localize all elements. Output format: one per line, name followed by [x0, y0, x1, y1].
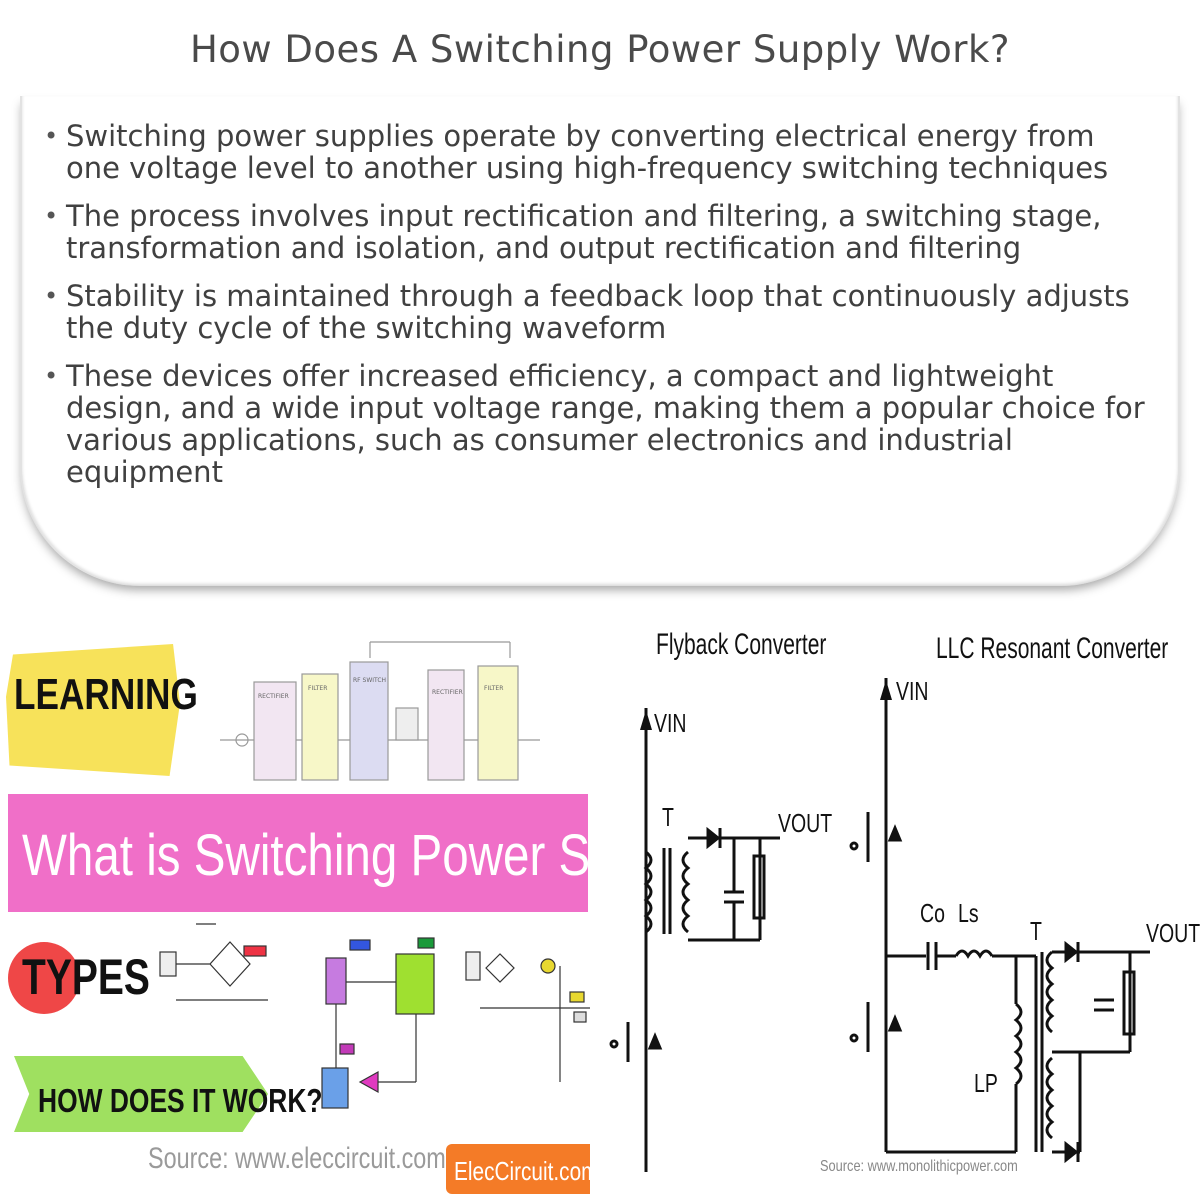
bullet-text: Stability is maintained through a feedba… [66, 279, 1130, 345]
rectifier-block [253, 681, 297, 781]
bullet-text: The process involves input rectification… [66, 199, 1102, 265]
llc-transformer-label: T [1030, 916, 1042, 946]
llc-vout-label: VOUT [1146, 918, 1200, 948]
llc-title: LLC Resonant Converter [936, 632, 1169, 665]
brand-label: ElecCircuit.com [454, 1156, 590, 1186]
bullet-marker: • [44, 362, 59, 390]
how-tag [14, 1056, 268, 1132]
rectifier-block [427, 669, 465, 781]
llc-lp-label: LP [974, 1068, 998, 1098]
summary-card [20, 96, 1180, 586]
llc-vin-label: VIN [896, 676, 929, 706]
flyback-vout-label: VOUT [778, 808, 833, 838]
llc-ls-label: Ls [958, 898, 979, 928]
flyback-vin-label: VIN [654, 708, 687, 738]
bullet-text: Switching power supplies operate by conv… [66, 119, 1109, 185]
bullet-text: These devices offer increased efficiency… [66, 359, 1145, 489]
flyback-title: Flyback Converter [656, 628, 827, 661]
flyback-circuit [609, 708, 780, 1172]
bullet-item: • These devices offer increased efficien… [44, 360, 1154, 488]
bullet-item: • Stability is maintained through a feed… [44, 280, 1154, 344]
types-schematic [159, 923, 268, 1001]
bullet-marker: • [44, 202, 59, 230]
types-circle [8, 942, 80, 1014]
pink-banner [8, 794, 588, 912]
brand-badge: ElecCircuit.com [446, 1144, 590, 1194]
block-label: FILTER [484, 685, 503, 692]
block-label: RECTIFIER [258, 693, 289, 700]
llc-co-label: Co [920, 898, 945, 928]
block-label: RF SWITCH [353, 677, 386, 684]
converter-schematics: Flyback Converter LLC Resonant Converter [600, 612, 1200, 1200]
schematic-svg [609, 678, 1150, 1172]
flyback-transformer-label: T [662, 802, 674, 832]
filter-block [477, 665, 519, 781]
bullet-list: • Switching power supplies operate by co… [44, 120, 1154, 504]
bullet-marker: • [44, 122, 59, 150]
block-diagram [220, 641, 540, 781]
llc-circuit [849, 678, 1150, 1164]
how-label: HOW DOES IT WORK? [38, 1082, 323, 1119]
block-label: FILTER [308, 685, 327, 692]
types-label: TYPES [22, 949, 150, 1005]
block-diagram-svg: RECTIFIER FILTER RF SWITCH RECTIFIER FIL… [159, 641, 590, 1109]
bullet-item: • Switching power supplies operate by co… [44, 120, 1154, 184]
filter-block [301, 673, 339, 781]
source-credit: Source: www.monolithicpower.com [820, 1158, 1018, 1175]
learning-label: LEARNING [14, 670, 198, 719]
bullet-item: • The process involves input rectificati… [44, 200, 1154, 264]
bullet-marker: • [44, 282, 59, 310]
transformer-block [395, 707, 419, 741]
flyback-schematic-small [465, 951, 590, 1082]
page-title: How Does A Switching Power Supply Work? [189, 28, 1011, 71]
rf-switch-block [349, 661, 389, 781]
source-credit: Source: www.eleccircuit.com [148, 1142, 446, 1175]
switching-schematic [321, 937, 435, 1109]
block-label: RECTIFIER [432, 689, 463, 696]
learning-tag [6, 644, 180, 776]
eleccircuit-infographic: LEARNING RECTIFIER FILTER RF SWITCH RECT… [0, 612, 730, 1200]
